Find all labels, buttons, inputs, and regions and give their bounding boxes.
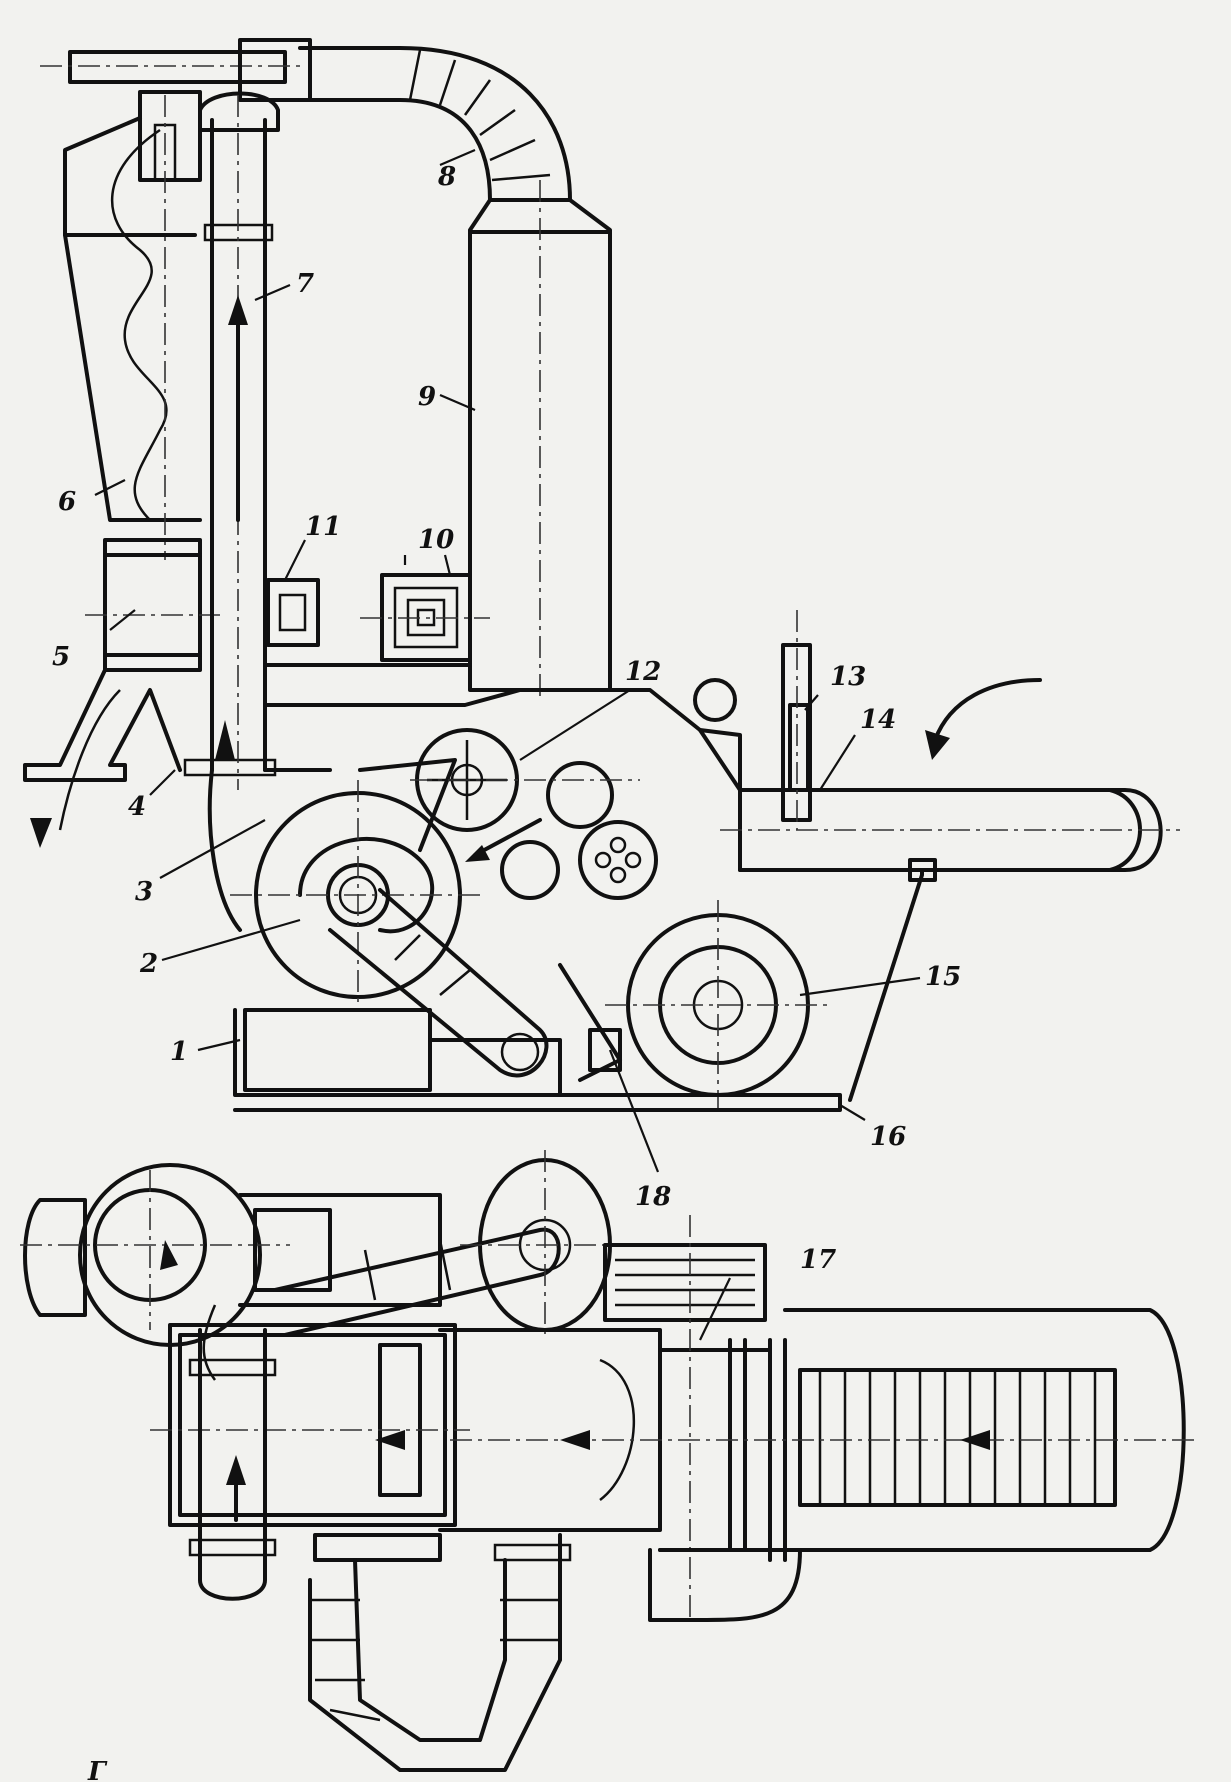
plan-hopper bbox=[375, 1308, 1195, 1622]
label-18: 18 bbox=[635, 1182, 671, 1212]
callout-labels: 1 2 3 4 5 6 7 8 9 10 11 12 13 14 15 16 1… bbox=[52, 162, 961, 1782]
label-7: 7 bbox=[296, 269, 314, 299]
label-5: 5 bbox=[52, 642, 70, 672]
plan-housing bbox=[150, 1193, 470, 1527]
diagonal-duct bbox=[328, 888, 549, 1078]
electric-panel bbox=[360, 573, 490, 662]
label-17: 17 bbox=[800, 1245, 836, 1275]
label-14: 14 bbox=[860, 705, 896, 735]
label-16: 16 bbox=[870, 1122, 906, 1152]
control-box bbox=[266, 578, 320, 647]
label-10: 10 bbox=[418, 525, 454, 555]
cyclone bbox=[63, 90, 202, 560]
plan-gearbox bbox=[603, 1243, 767, 1322]
label-9: 9 bbox=[418, 382, 436, 412]
label-1: 1 bbox=[170, 1037, 188, 1067]
crusher-rotor bbox=[410, 678, 737, 900]
base-frame bbox=[233, 1008, 842, 1112]
plan-riser bbox=[188, 1304, 277, 1601]
label-6: 6 bbox=[58, 487, 76, 517]
label-12: 12 bbox=[625, 657, 661, 687]
bend-pipe bbox=[298, 46, 572, 202]
plan-u-duct bbox=[308, 1533, 572, 1772]
plan-view bbox=[20, 1150, 1195, 1772]
leader-lines bbox=[94, 148, 921, 1341]
label-4: 4 bbox=[128, 792, 146, 822]
label-15: 15 bbox=[925, 962, 961, 992]
label-2: 2 bbox=[139, 949, 158, 979]
rotary-valve bbox=[23, 538, 220, 831]
label-8: 8 bbox=[437, 162, 456, 192]
label-3: 3 bbox=[135, 877, 153, 907]
tie-rod bbox=[848, 858, 937, 1102]
footer-mark: Г bbox=[87, 1757, 108, 1782]
label-11: 11 bbox=[305, 512, 341, 542]
stand bbox=[558, 963, 622, 1082]
label-13: 13 bbox=[830, 662, 866, 692]
side-view bbox=[23, 38, 1180, 1112]
lever bbox=[781, 610, 812, 830]
